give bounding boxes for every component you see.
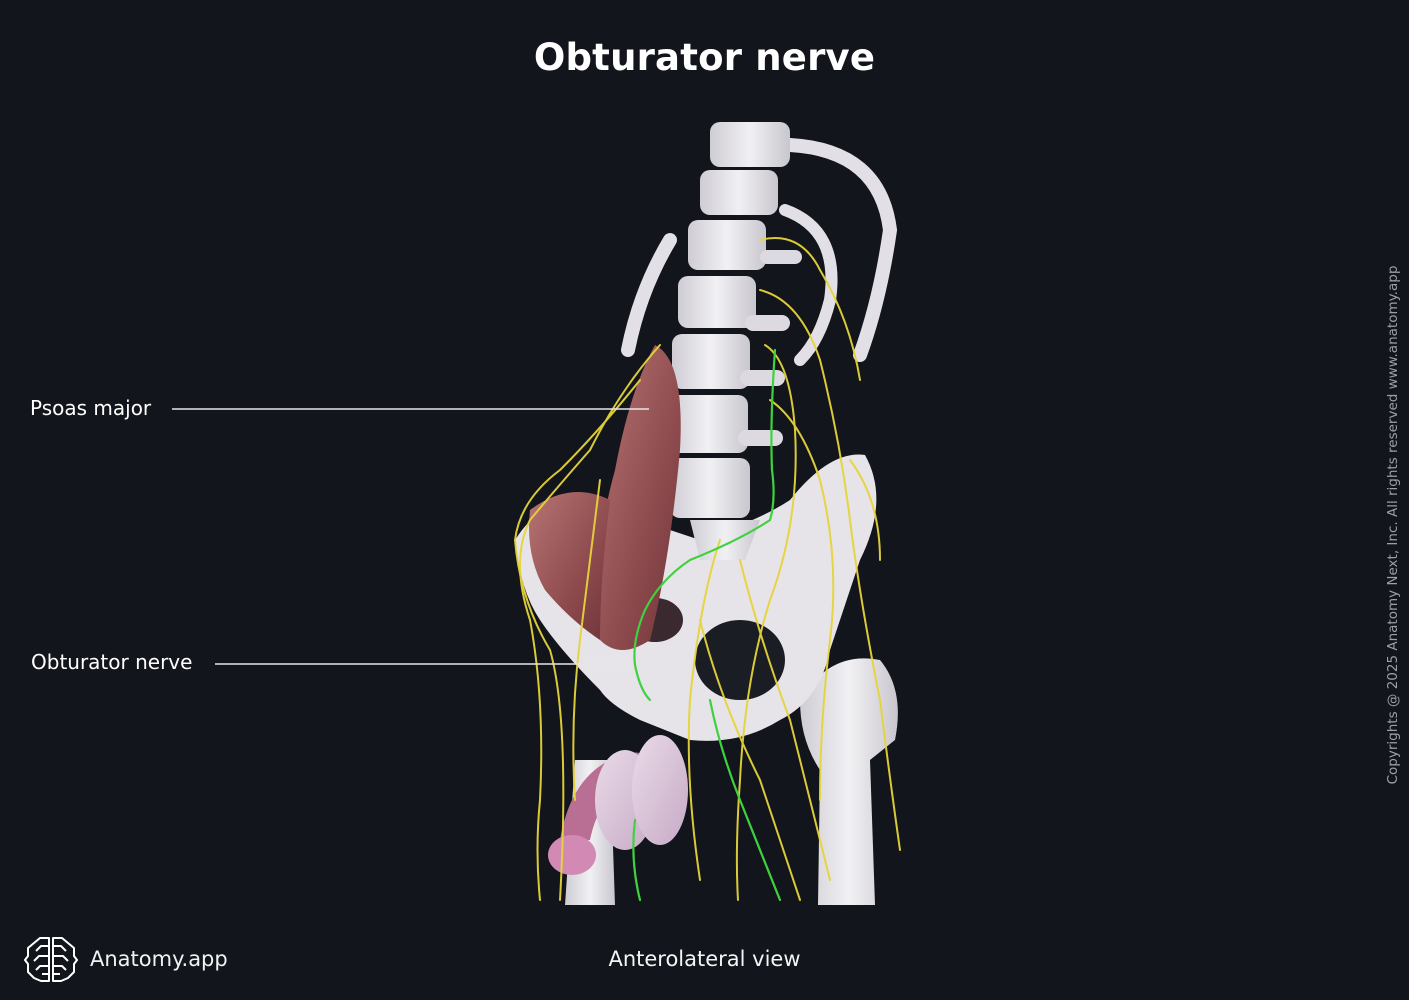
page-title: Obturator nerve <box>533 36 876 79</box>
label-psoas-major: Psoas major <box>30 396 152 420</box>
copyright-notice: Copyrights @ 2025 Anatomy Next, Inc. All… <box>1385 265 1401 785</box>
ribs <box>621 138 898 366</box>
lumbar-plexus-nerves <box>513 237 901 901</box>
psoas-major-muscle <box>529 345 681 650</box>
obturator-nerve-highlight <box>632 348 782 902</box>
view-caption: Anterolateral view <box>608 947 801 971</box>
femur-right <box>800 658 898 905</box>
brain-icon <box>24 937 78 982</box>
label-obturator-nerve: Obturator nerve <box>31 650 193 674</box>
genitalia <box>548 735 688 875</box>
lumbar-spine <box>668 122 790 560</box>
brand[interactable]: Anatomy.app <box>24 934 228 984</box>
brand-name: Anatomy.app <box>90 947 228 971</box>
